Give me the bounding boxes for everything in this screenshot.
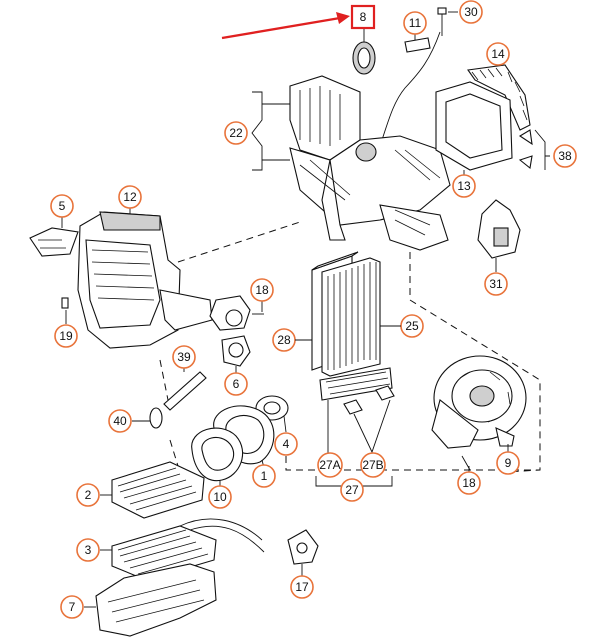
callout-1: 1: [252, 464, 276, 488]
callout-label-25: 25: [405, 319, 419, 333]
callout-label-6: 6: [233, 377, 240, 391]
part-17-sensor: [287, 529, 319, 576]
callout-10: 10: [208, 485, 232, 509]
callout-38: 38: [553, 144, 577, 168]
part-18-screw-upper: [252, 300, 264, 315]
callout-label-18-upper: 18: [255, 283, 269, 297]
callout-27a: 27A: [317, 452, 343, 478]
callout-label-12: 12: [123, 190, 137, 204]
callout-12: 12: [118, 185, 142, 209]
callout-label-14: 14: [491, 47, 505, 61]
part-22-housing: [251, 75, 451, 251]
callout-label-10: 10: [213, 490, 227, 504]
callout-label-13: 13: [457, 179, 471, 193]
part-9-blower: [431, 355, 527, 452]
callout-label-31: 31: [489, 277, 503, 291]
callout-9: 9: [496, 451, 520, 475]
callout-7: 7: [60, 595, 84, 619]
highlight-arrow: [221, 12, 350, 40]
callout-label-30: 30: [464, 5, 478, 19]
part-27a-strip: [319, 367, 393, 460]
callout-8: 8: [350, 4, 376, 30]
callout-27b: 27B: [360, 452, 386, 478]
callout-label-27: 27: [345, 483, 359, 497]
callout-19: 19: [54, 324, 78, 348]
callout-27: 27: [340, 478, 364, 502]
callout-13: 13: [452, 174, 476, 198]
callout-label-40: 40: [113, 414, 127, 428]
callout-5: 5: [50, 194, 74, 218]
part-6-actuator: [209, 295, 251, 374]
callout-label-19: 19: [59, 329, 73, 343]
callout-28: 28: [272, 328, 312, 352]
part-2-evaporator: [100, 461, 205, 519]
callout-6: 6: [224, 372, 248, 396]
part-38-clips: [518, 129, 550, 170]
callout-label-5: 5: [59, 199, 66, 213]
part-11-cable: [381, 26, 441, 141]
callout-label-27b: 27B: [362, 458, 383, 472]
callout-30: 30: [459, 0, 483, 24]
callout-label-9: 9: [505, 456, 512, 470]
part-40-bulb: [132, 407, 163, 429]
part-12-housing: [77, 208, 213, 349]
part-19-clip: [61, 297, 69, 324]
callout-18-lower: 18: [457, 471, 481, 495]
part-13-frame: [435, 81, 513, 178]
callout-label-18-lower: 18: [462, 476, 476, 490]
callout-label-4: 4: [283, 437, 290, 451]
callout-label-38: 38: [558, 149, 572, 163]
part-27b-clips: [343, 385, 395, 454]
callout-18-upper: 18: [250, 278, 274, 302]
part-39-rod: [163, 366, 207, 411]
callout-label-11: 11: [409, 16, 422, 30]
callout-label-22: 22: [229, 126, 243, 140]
part-7-tray: [84, 563, 217, 637]
callout-label-2: 2: [85, 488, 92, 502]
callout-31: 31: [484, 272, 508, 296]
callout-label-1: 1: [261, 469, 268, 483]
part-30-screw: [437, 7, 458, 36]
callout-17: 17: [290, 575, 314, 599]
callout-11: 11: [403, 11, 427, 35]
part-8-drawing: [352, 28, 376, 75]
part-5-bracket: [29, 216, 79, 257]
callout-40: 40: [108, 409, 132, 433]
part-31-actuator: [477, 199, 521, 272]
callout-label-17: 17: [295, 580, 309, 594]
callout-label-7: 7: [69, 600, 76, 614]
part-14-gasket: [467, 64, 531, 131]
callout-label-8: 8: [360, 10, 367, 24]
callout-label-28: 28: [277, 333, 291, 347]
callout-4: 4: [274, 432, 298, 456]
callout-2: 2: [76, 483, 100, 507]
callout-label-3: 3: [85, 543, 92, 557]
callout-39: 39: [172, 345, 196, 369]
callout-25: 25: [380, 314, 424, 338]
callout-14: 14: [486, 42, 510, 66]
callout-3: 3: [76, 538, 100, 562]
part-10-gasket: [191, 427, 244, 488]
callout-22: 22: [224, 121, 248, 145]
assembly-guide-lines: [159, 221, 541, 473]
callout-label-39: 39: [177, 350, 191, 364]
callout-label-27a: 27A: [319, 458, 340, 472]
part-25-filter: [321, 257, 381, 377]
